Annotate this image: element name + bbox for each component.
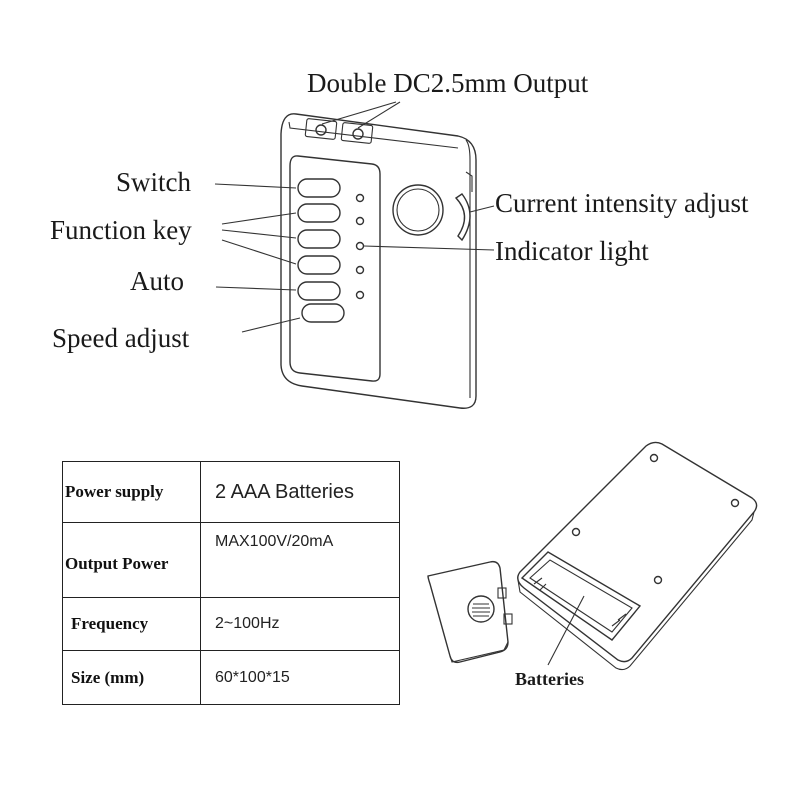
leader-output-2: [357, 101, 401, 129]
label-current-intensity: Current intensity adjust: [495, 188, 749, 218]
function-key-3-shape: [297, 255, 341, 275]
screw-hole-2: [730, 498, 740, 508]
battery-compartment-inner: [529, 559, 633, 633]
leader-speed-adjust: [241, 317, 301, 333]
leader-intensity: [469, 205, 495, 213]
label-function-key: Function key: [50, 215, 192, 245]
spec-row-size: Size (mm) 60*100*15: [62, 650, 400, 705]
function-key-2-shape: [297, 229, 341, 249]
speed-adjust-button-shape: [301, 303, 345, 323]
spec-label: Power supply: [62, 460, 201, 524]
spec-row-power-supply: Power supply 2 AAA Batteries: [62, 460, 400, 524]
indicator-light-4: [355, 265, 365, 275]
label-speed-adjust: Speed adjust: [52, 323, 190, 353]
device-shell: [280, 113, 477, 409]
function-key-1-shape: [297, 203, 341, 223]
spec-row-output-power: Output Power MAX100V/20mA: [62, 522, 400, 598]
leader-function-key-2: [221, 229, 297, 239]
leader-output-1: [321, 101, 397, 125]
device-side-notch: [465, 171, 473, 192]
device-top-edge: [288, 121, 459, 149]
battery-cover-edge: [449, 641, 509, 663]
label-batteries: Batteries: [515, 669, 584, 689]
battery-compartment: [520, 551, 642, 641]
spec-label: Size (mm): [62, 650, 201, 705]
spec-row-frequency: Frequency 2~100Hz: [62, 596, 400, 652]
cover-grip: [467, 595, 495, 623]
dc-jack-hole-1: [315, 124, 327, 136]
intensity-wheel-edge: [454, 193, 471, 242]
leader-function-key-1: [221, 212, 297, 225]
spec-table: Power supply 2 AAA Batteries Output Powe…: [62, 460, 400, 705]
indicator-light-1: [355, 193, 365, 203]
switch-button-shape: [297, 178, 341, 198]
back-body-thickness: [517, 511, 755, 671]
cover-grip-ridges: [472, 603, 490, 617]
leader-indicator: [363, 245, 495, 251]
spec-value: 60*100*15: [200, 650, 400, 705]
battery-contact-2: [611, 613, 627, 627]
leader-lines: [214, 101, 495, 333]
spec-label: Output Power: [62, 522, 201, 598]
label-dc-output: Double DC2.5mm Output: [307, 68, 589, 98]
label-indicator-light: Indicator light: [495, 236, 649, 266]
dc-output-jack-1: [304, 118, 338, 140]
screw-hole-1: [649, 453, 659, 463]
screw-hole-3: [571, 527, 581, 537]
auto-button-shape: [297, 281, 341, 301]
spec-value: MAX100V/20mA: [200, 522, 400, 598]
device-side-edge: [465, 139, 471, 398]
battery-cover: [427, 560, 509, 664]
front-panel: [289, 155, 381, 382]
spec-value: 2~100Hz: [200, 596, 400, 652]
intensity-knob-inner: [396, 188, 440, 232]
battery-contact-1: [533, 577, 547, 591]
intensity-knob: [392, 184, 444, 236]
device-back-view: [427, 441, 758, 671]
battery-cover-tab-1: [497, 587, 507, 599]
spec-label: Frequency: [62, 596, 201, 652]
dc-jack-hole-2: [352, 128, 364, 140]
dc-output-jack-2: [340, 122, 374, 144]
back-body: [517, 441, 758, 663]
indicator-light-3: [355, 241, 365, 251]
indicator-light-5: [355, 290, 365, 300]
label-auto: Auto: [130, 266, 184, 296]
spec-value: 2 AAA Batteries: [200, 460, 400, 524]
leader-auto: [215, 286, 297, 291]
screw-hole-4: [653, 575, 663, 585]
leader-function-key-3: [221, 239, 297, 265]
leader-batteries: [547, 595, 585, 666]
battery-cover-tab-2: [503, 613, 513, 625]
label-switch: Switch: [116, 167, 192, 197]
indicator-light-2: [355, 216, 365, 226]
leader-switch: [214, 183, 297, 189]
device-front-view: [280, 113, 477, 409]
